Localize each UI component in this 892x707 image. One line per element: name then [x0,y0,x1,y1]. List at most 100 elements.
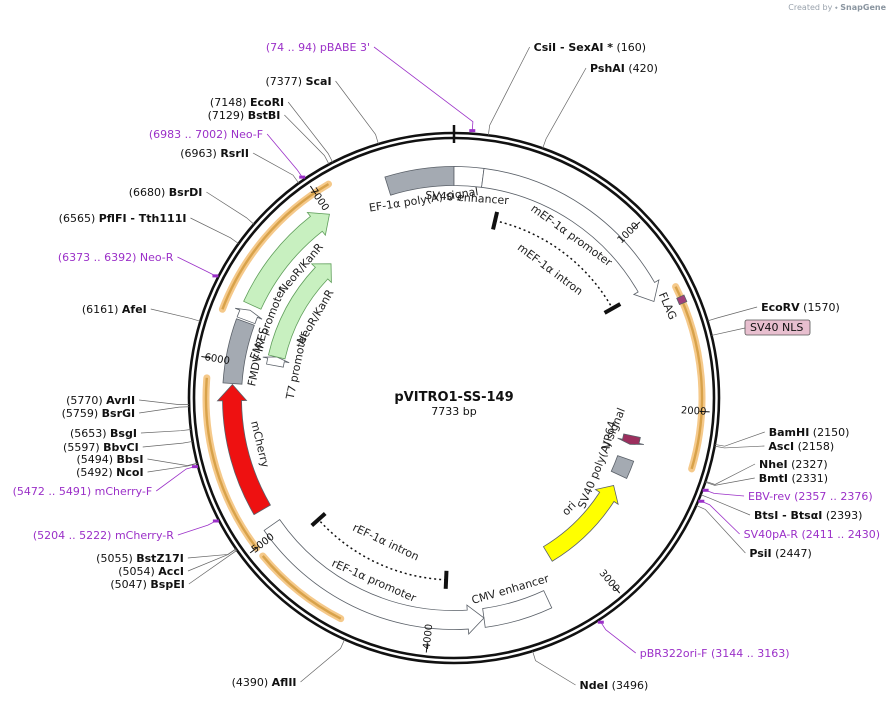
site-position: (2327) [788,458,828,471]
site-leader [147,463,198,473]
primer-name: Neo-F [231,128,263,141]
site-enzyme: AccI [158,565,184,578]
site-leader [284,114,330,165]
primer-range: (5204 .. 5222) [33,529,115,542]
primer-range: (74 .. 94) [266,41,320,54]
site-label: CsiI - SexAI * (160) [534,41,646,54]
tick-mark [612,585,621,594]
site-enzyme: BsgI [110,427,137,440]
site-label: BmtI (2331) [759,472,828,485]
feature-label: SV40 enhancer [425,189,510,207]
site-label: (7129) BstBI [208,109,281,122]
site-enzyme: NdeI [580,679,609,692]
tick-label: 2000 [681,405,707,417]
tick-mark [699,410,710,413]
primer-range: (6373 .. 6392) [58,251,140,264]
sites: CsiI - SexAI * (160)PshAI (420)EcoRV (15… [13,41,881,692]
site-position: (2393) [822,509,862,522]
site-label: BamHI (2150) [769,426,850,439]
feature-label: mEF-1α intron [515,241,585,298]
tick-mark [632,221,641,230]
site-label: (5770) AvrII [66,394,135,407]
site-position: (5492) [76,466,116,479]
site-enzyme: PshAI [590,62,625,75]
sv40nls-label: SV40 NLS [750,321,803,334]
site-enzyme: BbvCI [103,441,139,454]
backbone [187,125,721,665]
site-enzyme: PsiI [749,547,771,560]
site-label: (5653) BsgI [70,427,137,440]
primer-name: pBABE 3' [320,41,370,54]
primer-range: (2357 .. 2376) [791,490,873,503]
site-enzyme: EcoRV [761,301,800,314]
primer-name: pBR322ori-F [640,647,708,660]
site-leader [140,429,191,434]
primer-label: SV40pA-R (2411 .. 2430) [744,528,880,541]
site-leader [532,650,576,686]
site-position: (7377) [266,75,306,88]
feature-arrow [542,484,619,562]
orf-arc [221,183,330,310]
site-label: NheI (2327) [759,458,828,471]
site-enzyme: BmtI [759,472,788,485]
feature-arrow [216,383,271,516]
credit-text: Created by [788,3,833,12]
primer-name: Neo-R [140,251,174,264]
site-position: (6161) [82,303,122,316]
feature-arrow [267,263,332,360]
primer-leader [705,489,745,497]
tick-mark [201,356,212,359]
primer-leader [600,621,636,654]
site-leader [707,306,758,322]
site-leader [488,46,530,136]
site-enzyme: PflFI - Tth111I [99,212,187,225]
plasmid-center: pVITRO1-SS-149 7733 bp [394,390,513,418]
primer-label: (5472 .. 5491) mCherry-F [13,485,153,498]
site-position: (7129) [208,109,248,122]
site-label: (5055) BstZ17I [96,552,184,565]
site-label: (6565) PflFI - Tth111I [59,212,187,225]
plasmid-name: pVITRO1-SS-149 [394,390,513,405]
intron-line [317,519,447,581]
site-label: (5047) BspEI [110,578,185,591]
site-position: (5759) [62,407,102,420]
site-position: (5055) [96,552,136,565]
site-label: BtsI - BtsαI (2393) [754,509,862,522]
site-position: (160) [613,41,646,54]
site-label: (7377) ScaI [266,75,332,88]
tick-label: 6000 [204,352,231,367]
orf-arc [261,555,342,620]
primer-label: EBV-rev (2357 .. 2376) [748,490,873,503]
primer-range: (3144 .. 3163) [708,647,790,660]
primer-name: SV40pA-R [744,528,799,541]
site-enzyme: BspEI [150,578,184,591]
site-label: (7148) EcoRI [210,96,284,109]
site-leader [700,494,751,516]
site-label: (5492) NcoI [76,466,143,479]
site-enzyme: AvrII [106,394,135,407]
site-position: (5597) [63,441,103,454]
site-enzyme: BstZ17I [136,552,184,565]
site-leader [287,101,334,163]
site-leader [188,549,238,585]
site-leader [335,80,379,145]
feature-arrow [262,356,290,368]
primer-label: (6373 .. 6392) Neo-R [58,251,174,264]
snapgene-credit: Created by ⬩ SnapGene [788,3,886,13]
site-label: (5759) BsrGI [62,407,136,420]
primer-leader [701,500,740,535]
site-position: (4390) [232,676,272,689]
site-position: (2331) [788,472,828,485]
feature-label: rEF-1α intron [351,521,422,563]
primer-name: EBV-rev [748,490,791,503]
sv40nls-box [744,319,811,336]
site-position: (2150) [809,426,849,439]
intron-end [310,512,327,528]
site-enzyme: BsrDI [169,186,203,199]
intron-end [491,211,500,230]
site-leader [705,463,756,485]
site-leader [147,458,198,466]
feature-label: ori [559,499,578,518]
site-label: (6963) RsrII [180,147,249,160]
